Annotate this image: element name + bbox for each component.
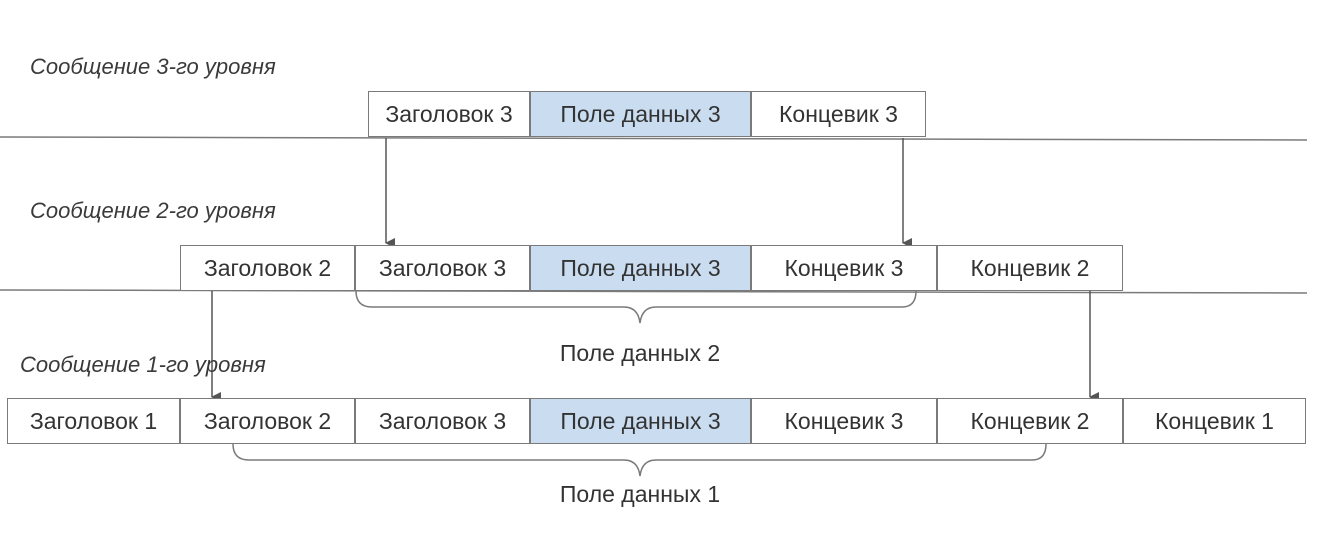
level-3-title: Сообщение 3-го уровня: [30, 54, 276, 79]
level-2-title: Сообщение 2-го уровня: [30, 198, 276, 223]
trailer-3-cell: Концевик 3: [751, 91, 926, 137]
header-3-cell: Заголовок 3: [355, 245, 530, 291]
data-field-3-cell: Поле данных 3: [530, 91, 751, 137]
trailer-3-cell: Концевик 3: [751, 398, 937, 444]
trailer-2-cell: Концевик 2: [937, 398, 1123, 444]
brace-data-field-1: [232, 443, 1047, 477]
brace-data-field-2: [355, 290, 917, 324]
header-1-cell: Заголовок 1: [7, 398, 180, 444]
header-3-cell: Заголовок 3: [368, 91, 530, 137]
data-field-3-cell: Поле данных 3: [530, 245, 751, 291]
trailer-2-cell: Концевик 2: [937, 245, 1123, 291]
data-field-2-label: Поле данных 2: [559, 340, 721, 366]
header-2-cell: Заголовок 2: [180, 245, 355, 291]
header-2-cell: Заголовок 2: [180, 398, 355, 444]
data-field-3-cell: Поле данных 3: [530, 398, 751, 444]
data-field-1-label: Поле данных 1: [559, 481, 721, 507]
separator-line-1: [0, 136, 1308, 141]
header-3-cell: Заголовок 3: [355, 398, 530, 444]
level-1-title: Сообщение 1-го уровня: [20, 352, 266, 377]
trailer-1-cell: Концевик 1: [1123, 398, 1306, 444]
trailer-3-cell: Концевик 3: [751, 245, 937, 291]
